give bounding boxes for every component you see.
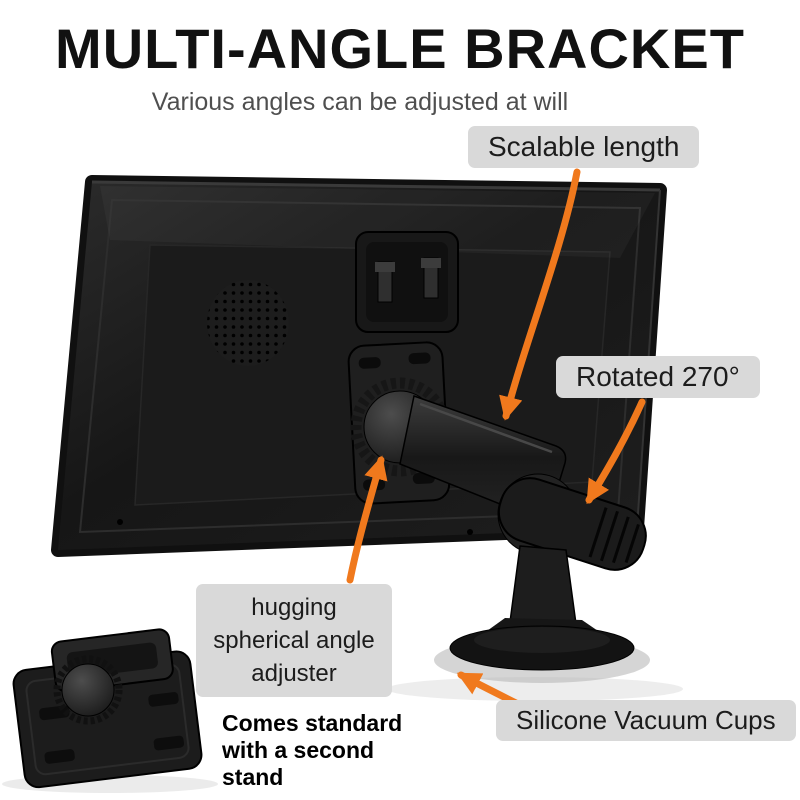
suction-base: [434, 545, 650, 683]
page-title: MULTI-ANGLE BRACKET: [55, 17, 745, 80]
angle-adjuster-arrow: [346, 455, 388, 584]
rotated-arrow: [585, 398, 646, 505]
speaker-grille: [207, 280, 289, 366]
mount-bracket: [355, 231, 459, 333]
callout-scalable-length: Scalable length: [468, 126, 700, 168]
page-subtitle: Various angles can be adjusted at will: [151, 88, 569, 116]
rotation-knob: [497, 473, 647, 571]
callout-angle-adjuster: hugging spherical angle adjuster: [196, 584, 392, 698]
second-stand-note: Comes standard with a second stand: [222, 710, 403, 791]
callout-vacuum-cups: Silicone Vacuum Cups: [496, 700, 796, 741]
second-stand: [12, 628, 203, 789]
scalable-length-arrow: [499, 168, 581, 421]
callout-rotated-270: Rotated 270°: [556, 356, 760, 398]
